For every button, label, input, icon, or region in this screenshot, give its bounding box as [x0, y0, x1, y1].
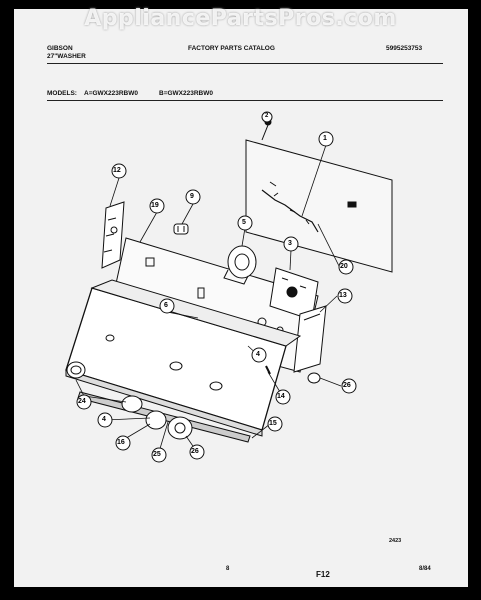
- callout-1: 1: [323, 135, 327, 142]
- callout-14: 14: [277, 393, 285, 400]
- callout-25: 25: [153, 451, 161, 458]
- callout-20: 20: [340, 263, 348, 270]
- callout-16: 16: [117, 439, 125, 446]
- catalog-date: 8/84: [419, 566, 431, 572]
- callout-19: 19: [151, 202, 159, 209]
- callout-12: 12: [113, 167, 121, 174]
- part-rear-cover-panel: [245, 118, 393, 273]
- callout-15: 15: [269, 420, 277, 427]
- callout-circles: [76, 111, 357, 463]
- callout-13: 13: [339, 292, 347, 299]
- catalog-title: FACTORY PARTS CATALOG: [188, 45, 275, 52]
- doc-number: 5995253753: [386, 45, 423, 52]
- part-timer: [223, 245, 257, 285]
- callout-3: 3: [288, 240, 292, 247]
- watermark: AppliancePartsPros.com: [84, 6, 397, 31]
- models-rule: [47, 100, 443, 101]
- product-label: 27"WASHER: [47, 53, 86, 60]
- models-label: MODELS:: [47, 90, 77, 97]
- callout-4b: 4: [102, 416, 106, 423]
- brand-label: GIBSON: [47, 45, 73, 52]
- drawing-number: 2423: [389, 538, 402, 544]
- model-b: B=GWX223RBW0: [159, 90, 213, 97]
- callout-9: 9: [190, 193, 194, 200]
- callout-6: 6: [164, 302, 168, 309]
- part-knobs: [66, 361, 321, 440]
- callout-2: 2: [265, 113, 269, 119]
- part-small-knob: [173, 223, 189, 235]
- callout-26a: 26: [343, 382, 351, 389]
- page-number: 8: [226, 566, 230, 572]
- part-side-bracket: [101, 201, 125, 269]
- header-rule: [47, 63, 443, 64]
- callout-24: 24: [78, 398, 86, 405]
- callout-5: 5: [242, 219, 246, 226]
- leader-lines: [75, 144, 342, 453]
- callout-26b: 26: [191, 448, 199, 455]
- callout-4a: 4: [256, 351, 260, 358]
- section-code: F12: [316, 570, 330, 579]
- part-end-cap: [293, 305, 327, 373]
- model-a: A=GWX223RBW0: [84, 90, 138, 97]
